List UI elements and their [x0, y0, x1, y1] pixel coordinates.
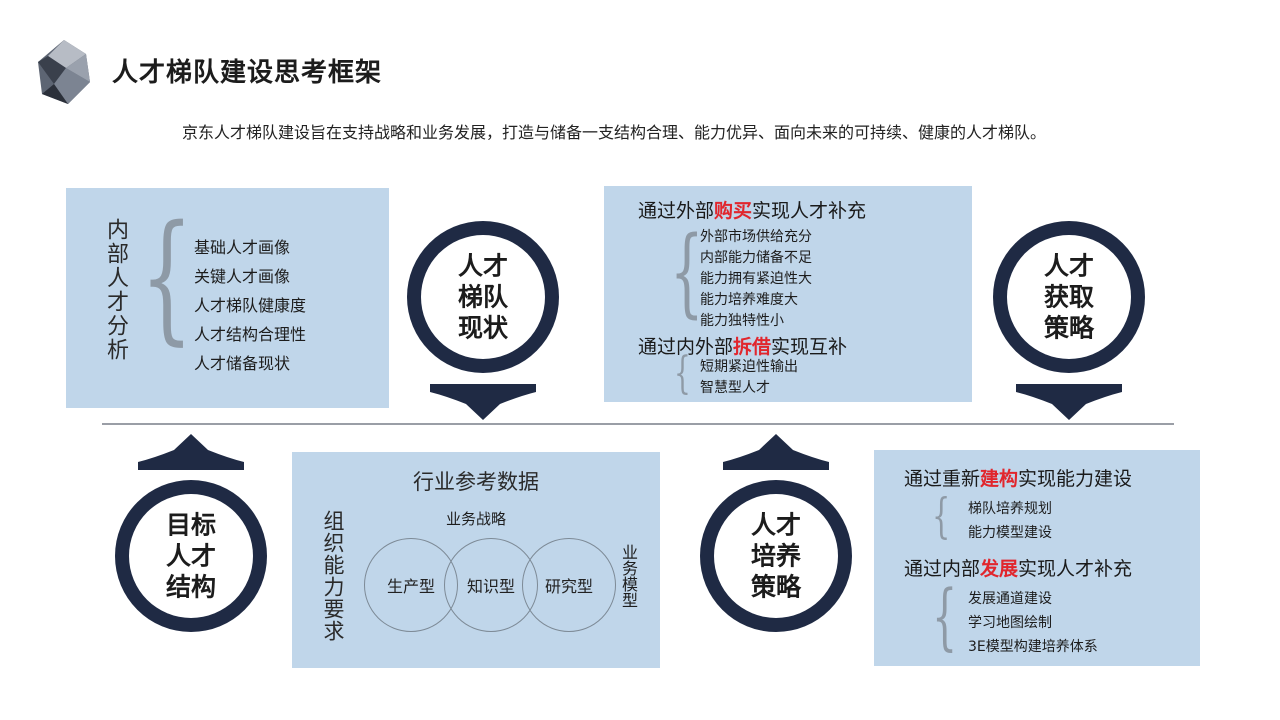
borrow-keyword: 拆借: [733, 336, 772, 358]
timeline-divider: [102, 423, 1174, 425]
brace-icon: {: [932, 574, 958, 658]
list-item: 能力拥有紧迫性大: [700, 271, 812, 287]
target-circle-label: 目标 人才 结构: [165, 510, 216, 602]
build-suffix: 实现能力建设: [1018, 468, 1133, 490]
target-badge-shape: [115, 434, 267, 632]
brace-icon: {: [140, 196, 194, 359]
grow-keyword: 发展: [980, 558, 1019, 580]
buy-heading: 通过外部购买实现人才补充: [638, 196, 866, 223]
list-item: 关键人才画像: [194, 267, 291, 286]
list-item: 基础人才画像: [194, 238, 291, 257]
grow-prefix: 通过内部: [904, 558, 981, 580]
buy-suffix: 实现人才补充: [752, 200, 867, 222]
list-item: 能力独特性小: [700, 313, 784, 329]
borrow-prefix: 通过内外部: [638, 336, 734, 358]
list-item: 短期紧迫性输出: [700, 359, 798, 375]
acquire-circle-label: 人才 获取 策略: [1043, 251, 1094, 343]
status-circle: 人才 梯队 现状: [433, 247, 533, 347]
list-item: 能力培养难度大: [700, 292, 798, 308]
internal-analysis-panel: 内部人才分析 { 基础人才画像 关键人才画像 人才梯队健康度 人才结构合理性 人…: [66, 188, 389, 408]
list-item: 内部能力储备不足: [700, 250, 812, 266]
acquire-circle: 人才 获取 策略: [1019, 247, 1119, 347]
build-keyword: 建构: [980, 468, 1019, 490]
internal-analysis-label: 内部人才分析: [103, 218, 128, 362]
model-label: 业务模型: [619, 544, 638, 608]
buy-keyword: 购买: [714, 200, 753, 222]
list-item: 人才储备现状: [194, 354, 291, 373]
borrow-suffix: 实现互补: [771, 336, 848, 358]
borrow-heading: 通过内外部拆借实现互补: [638, 332, 847, 359]
status-badge-shape: [407, 221, 559, 420]
list-item: 3E模型构建培养体系: [968, 639, 1098, 655]
intro-text: 京东人才梯队建设旨在支持战略和业务发展，打造与储备一支结构合理、能力优异、面向未…: [182, 123, 1047, 142]
grow-heading: 通过内部发展实现人才补充: [904, 554, 1132, 581]
develop-badge-shape: [700, 434, 852, 632]
logo-icon: [38, 40, 90, 104]
industry-heading: 行业参考数据: [413, 470, 539, 494]
org-requirements-panel: 行业参考数据 业务战略 组织能力要求 生产型 知识型 研究型 业务模型: [292, 452, 660, 668]
status-circle-label: 人才 梯队 现状: [457, 251, 508, 343]
list-item: 发展通道建设: [968, 591, 1052, 607]
build-heading: 通过重新建构实现能力建设: [904, 464, 1132, 491]
target-circle: 目标 人才 结构: [141, 506, 241, 606]
list-item: 能力模型建设: [968, 525, 1052, 541]
build-prefix: 通过重新: [904, 468, 981, 490]
develop-circle-label: 人才 培养 策略: [750, 510, 801, 602]
list-item: 学习地图绘制: [968, 615, 1052, 631]
brace-icon: {: [932, 488, 951, 544]
buy-prefix: 通过外部: [638, 200, 715, 222]
development-panel: 通过重新建构实现能力建设 { 梯队培养规划 能力模型建设 通过内部发展实现人才补…: [874, 450, 1200, 666]
list-item: 外部市场供给充分: [700, 229, 812, 245]
list-item: 人才梯队健康度: [194, 296, 307, 315]
page-title: 人才梯队建设思考框架: [112, 58, 383, 88]
develop-circle: 人才 培养 策略: [726, 506, 826, 606]
list-item: 智慧型人才: [700, 380, 770, 396]
strategy-label: 业务战略: [445, 510, 506, 528]
list-item: 梯队培养规划: [968, 501, 1052, 517]
brace-icon: {: [670, 216, 704, 328]
type-bubble: 研究型: [522, 538, 616, 632]
acquisition-panel: 通过外部购买实现人才补充 { 外部市场供给充分 内部能力储备不足 能力拥有紧迫性…: [604, 186, 972, 402]
list-item: 人才结构合理性: [194, 325, 307, 344]
grow-suffix: 实现人才补充: [1018, 558, 1133, 580]
org-requirements-label: 组织能力要求: [321, 510, 345, 642]
acquire-badge-shape: [993, 221, 1145, 420]
brace-icon: {: [674, 348, 691, 399]
